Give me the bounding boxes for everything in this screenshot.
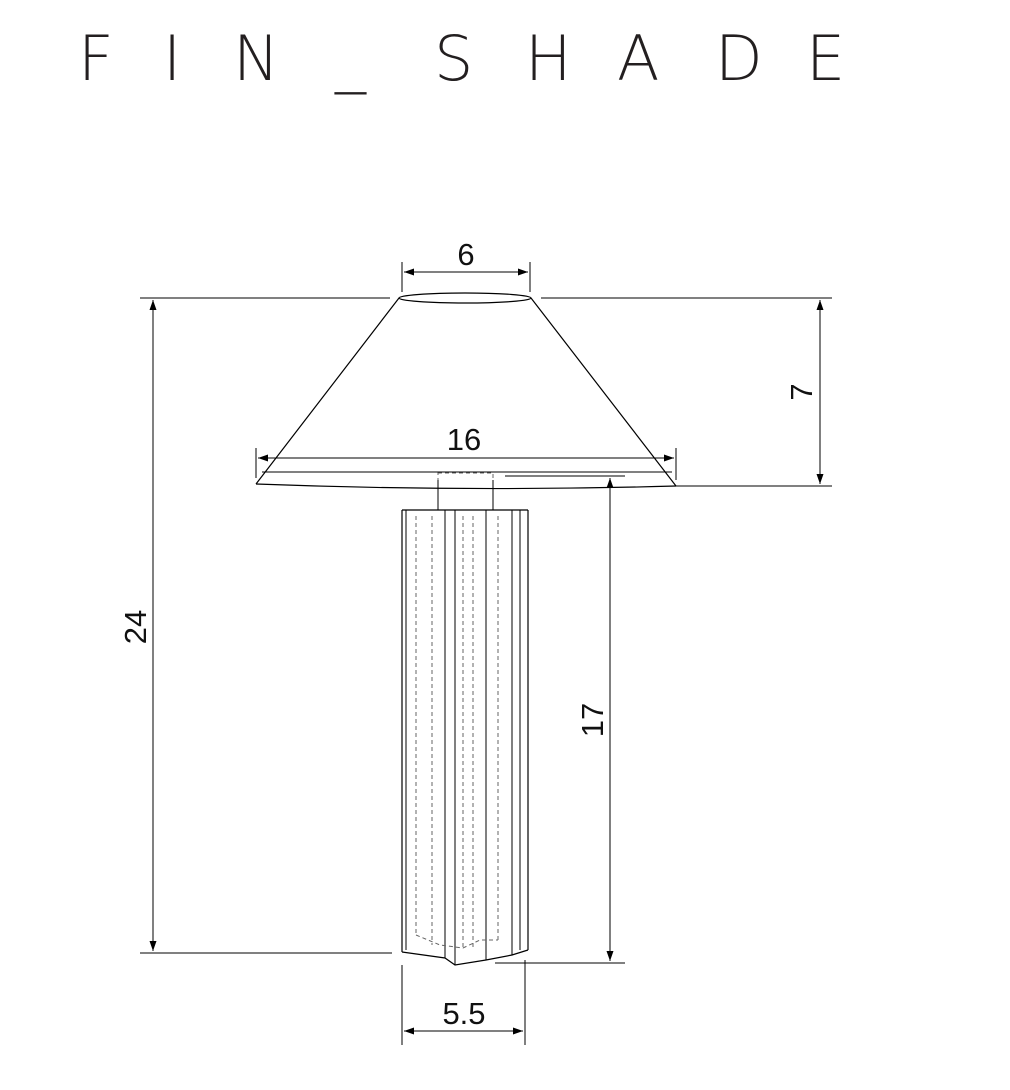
- dimension-label-shade-diameter: 16: [447, 422, 481, 457]
- shade-left-edge: [255, 297, 400, 485]
- dimension-base-height: 17: [495, 475, 625, 964]
- base-bottom: [401, 949, 529, 966]
- base-bottom-hidden: [415, 934, 498, 949]
- dimension-label-base-height: 17: [575, 703, 610, 737]
- title-letter: H: [525, 22, 572, 95]
- lamp-shade: [255, 292, 677, 490]
- dimension-label-total-height: 24: [118, 610, 153, 644]
- shade-top-ellipse: [398, 292, 532, 304]
- dimension-label-base-width: 5.5: [442, 996, 485, 1031]
- title-letter: A: [617, 22, 659, 95]
- lamp-neck: [437, 472, 494, 511]
- title-letter: E: [806, 22, 845, 95]
- shade-bottom-rim: [255, 483, 677, 490]
- title-letter: I: [163, 22, 181, 95]
- neck-hidden-outline: [437, 472, 494, 511]
- title-letter: F: [78, 22, 114, 95]
- dimension-base-width: 5.5: [401, 960, 526, 1045]
- title-letter: N: [233, 22, 279, 95]
- dimension-total-height: 24: [118, 297, 392, 954]
- dimension-top-diameter: 6: [401, 237, 531, 292]
- title-letter: D: [715, 22, 763, 95]
- dimension-label-shade-height: 7: [784, 383, 819, 400]
- product-title: F I N _ S H A D E: [78, 22, 845, 95]
- lamp-fin-base: [401, 509, 529, 966]
- title-letter: S: [434, 22, 473, 95]
- dimension-shade-diameter: 16: [255, 422, 677, 480]
- dimension-label-top-diameter: 6: [457, 237, 474, 272]
- dimension-shade-height: 7: [541, 297, 832, 487]
- title-letter: _: [334, 22, 367, 95]
